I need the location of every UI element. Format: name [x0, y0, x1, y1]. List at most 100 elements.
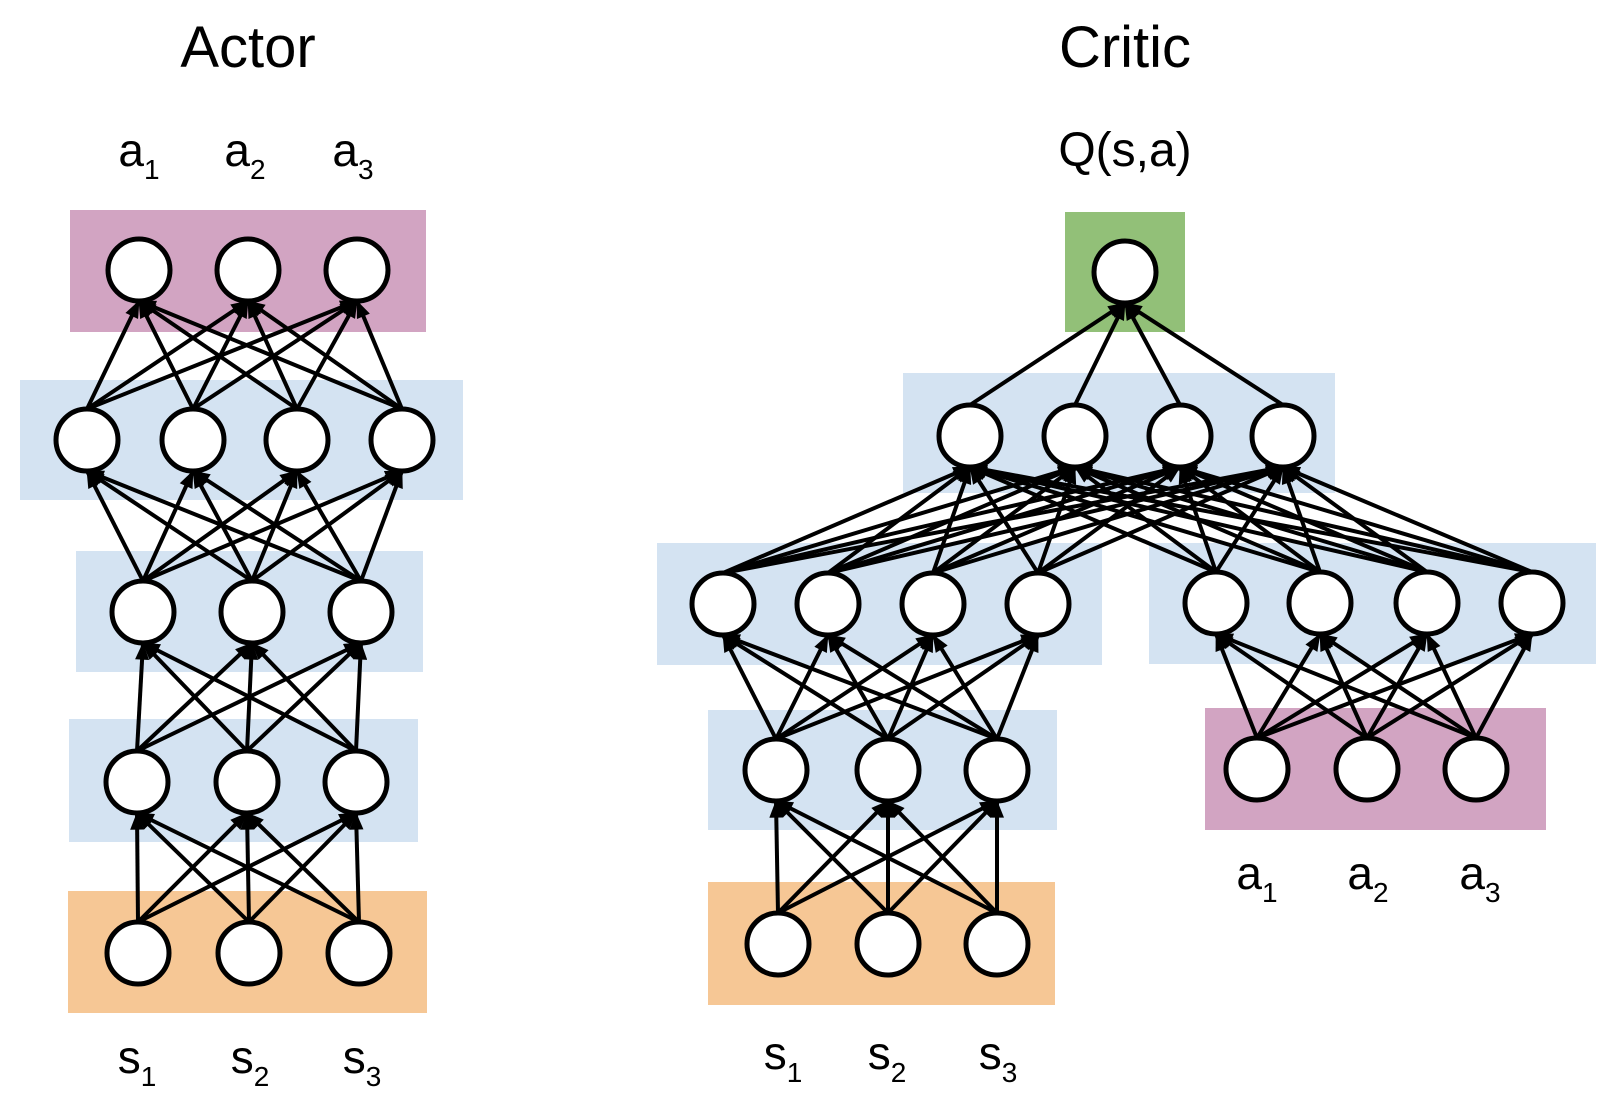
- actor-output-node-2: [214, 236, 282, 304]
- actor-output-node-1: [105, 236, 173, 304]
- connection-line: [359, 470, 404, 582]
- connection-line: [969, 465, 1321, 574]
- connection-line: [1214, 632, 1369, 740]
- critic-action-input-node-3: [1442, 735, 1510, 803]
- critic-hidden0-state-node-2: [854, 736, 922, 804]
- actor-hidden2-node-3: [327, 578, 395, 646]
- critic-label-a3: a3: [1459, 847, 1501, 908]
- connection-line: [86, 469, 362, 583]
- critic-title: Critic: [1058, 15, 1192, 80]
- connection-line: [130, 812, 145, 923]
- connection-line: [85, 469, 254, 583]
- connection-line: [246, 299, 404, 411]
- connection-line: [968, 465, 1040, 575]
- actor-hidden2-node-1: [109, 578, 177, 646]
- connection-line: [886, 799, 999, 915]
- actor-hidden3-node-3: [263, 406, 331, 474]
- connection-line: [1474, 633, 1534, 739]
- critic-hidden1-action-node-2: [1286, 569, 1354, 637]
- connection-line: [969, 463, 1428, 574]
- critic-state-input-node-2: [854, 910, 922, 978]
- actor-hidden1-node-2: [213, 748, 281, 816]
- actor-input-node-2: [215, 919, 283, 987]
- connections-actor-input-to-actor-hidden1: [130, 811, 364, 924]
- actor-input-node-1: [104, 919, 172, 987]
- connections-critic-hidden2-to-critic-output: [968, 301, 1285, 407]
- actor-hidden3-node-1: [53, 406, 121, 474]
- connection-line: [135, 642, 150, 752]
- connection-line: [1123, 302, 1182, 406]
- connection-line: [931, 466, 972, 574]
- critic-output-node-1: [1091, 238, 1159, 306]
- connection-line: [85, 300, 141, 410]
- actor-hidden3-node-2: [159, 406, 227, 474]
- connection-line: [141, 641, 249, 753]
- actor-label-a1: a1: [118, 124, 160, 185]
- connection-line: [85, 470, 145, 582]
- neuron-nodes: [53, 236, 1566, 987]
- connection-line: [1318, 632, 1478, 740]
- connection-line: [1215, 632, 1477, 740]
- connection-line: [1425, 633, 1478, 739]
- critic-hidden0-state-node-3: [963, 736, 1031, 804]
- critic-hidden1-action-node-3: [1393, 569, 1461, 637]
- connection-line: [353, 642, 368, 752]
- connections-critic-hidden1-action-to-critic-hidden2: [969, 463, 1533, 574]
- connection-line: [1282, 465, 1533, 574]
- connection-line: [349, 812, 364, 923]
- actor-hidden3-node-4: [368, 406, 436, 474]
- connections-critic-hidden0-state-to-critic-hidden1-state: [721, 633, 1040, 741]
- connection-line: [245, 811, 361, 924]
- connection-line: [138, 299, 403, 411]
- critic-hidden1-state-node-1: [689, 570, 757, 638]
- connections-actor-hidden1-to-actor-hidden2: [135, 641, 368, 753]
- critic-label-a2: a2: [1347, 847, 1389, 908]
- connection-line: [774, 799, 890, 915]
- actor-input-node-3: [325, 919, 393, 987]
- connection-line: [775, 633, 1039, 741]
- critic-hidden1-state-node-4: [1004, 570, 1072, 638]
- critic-label-s2: s2: [867, 1027, 907, 1088]
- connection-line: [137, 300, 195, 410]
- connection-line: [1214, 633, 1259, 739]
- connection-line: [969, 465, 1217, 574]
- connection-line: [191, 469, 363, 583]
- connection-line: [775, 799, 998, 915]
- critic-q-output-label: Q(s,a): [1058, 124, 1192, 177]
- connection-line: [722, 633, 998, 741]
- critic-action-input-node-1: [1223, 735, 1291, 803]
- actor-label-s3: s3: [342, 1031, 382, 1092]
- connection-line: [295, 469, 363, 583]
- actor-title: Actor: [180, 15, 316, 80]
- connection-line: [250, 641, 358, 753]
- actor-label-s2: s2: [230, 1031, 270, 1092]
- critic-hidden1-state-node-2: [794, 570, 862, 638]
- connection-line: [722, 465, 971, 575]
- connection-line: [968, 301, 1127, 407]
- connections-critic-state-input-to-critic-hidden0-state: [769, 799, 1004, 915]
- critic-label-a1: a1: [1236, 847, 1278, 908]
- critic-hidden2-node-1: [936, 402, 1004, 470]
- critic-hidden1-action-node-1: [1182, 569, 1250, 637]
- connection-line: [769, 800, 784, 914]
- critic-hidden0-state-node-1: [742, 736, 810, 804]
- critic-hidden2-node-4: [1249, 402, 1317, 470]
- connection-line: [137, 299, 299, 411]
- connection-line: [931, 633, 999, 741]
- connection-line: [969, 463, 1533, 574]
- actor-hidden2-node-2: [218, 578, 286, 646]
- connection-line: [826, 633, 999, 741]
- critic-label-s1: s1: [763, 1027, 803, 1088]
- critic-hidden2-node-2: [1041, 402, 1109, 470]
- connection-line: [1123, 301, 1285, 407]
- actor-label-a3: a3: [332, 124, 374, 185]
- connection-line: [136, 811, 360, 924]
- critic-state-input-node-1: [744, 910, 812, 978]
- connection-line: [995, 634, 1040, 740]
- actor-label-a2: a2: [224, 124, 266, 185]
- connection-line: [355, 300, 404, 410]
- connections-actor-hidden3-to-actor-output: [85, 299, 404, 411]
- critic-hidden1-state-node-3: [899, 570, 967, 638]
